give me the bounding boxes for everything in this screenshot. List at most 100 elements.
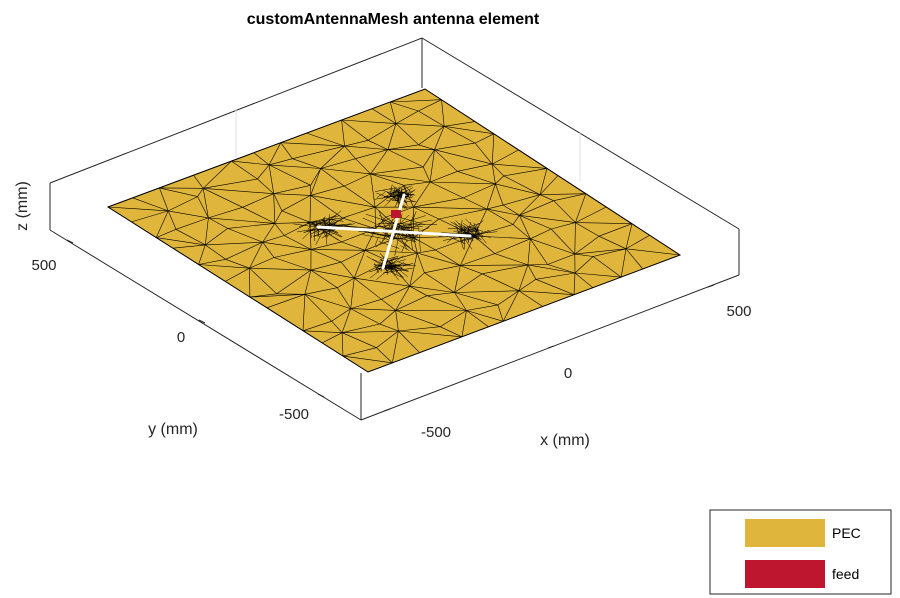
dipole-arm-y — [381, 193, 406, 270]
mesh-edge — [486, 208, 514, 225]
mesh-edge — [344, 145, 388, 150]
mesh-edge — [253, 152, 270, 166]
mesh-edge — [249, 267, 277, 295]
mesh-edge — [242, 193, 274, 208]
mesh-edge — [491, 163, 505, 177]
mesh-edge — [341, 332, 377, 348]
mesh-cluster-edge — [324, 229, 334, 237]
mesh-edge — [344, 173, 371, 187]
mesh-edge — [231, 152, 254, 162]
mesh-edge — [205, 244, 226, 260]
mesh-edge — [337, 277, 355, 288]
mesh-edge — [367, 362, 393, 373]
mesh-edge — [547, 253, 575, 265]
mesh-edge — [413, 181, 431, 208]
mesh-edge — [418, 99, 442, 112]
mesh-edge — [249, 242, 263, 269]
mesh-edge — [460, 265, 483, 275]
mesh-edge — [350, 299, 382, 309]
mesh-edge — [309, 222, 376, 230]
mesh-edge — [131, 210, 169, 223]
mesh-edge — [466, 310, 504, 322]
mesh-edge — [395, 310, 399, 332]
mesh-edge — [409, 285, 428, 296]
mesh-edge — [371, 108, 397, 124]
mesh-edge — [573, 272, 576, 295]
mesh-edge — [417, 252, 461, 266]
mesh-edge — [512, 224, 531, 240]
mesh-edge — [388, 252, 418, 262]
mesh-edge — [527, 264, 537, 280]
mesh-edge — [340, 250, 366, 263]
mesh-edge — [231, 160, 270, 166]
mesh-edge — [395, 123, 419, 146]
feed-marker — [391, 210, 401, 218]
mesh-edge — [390, 88, 426, 103]
mesh-cluster-edge — [383, 256, 408, 277]
mesh-edge — [625, 248, 644, 270]
mesh-cluster-edge — [383, 217, 396, 230]
mesh-cluster-edge — [384, 219, 432, 230]
mesh-edge — [353, 250, 366, 279]
mesh-cluster-edge — [385, 264, 397, 272]
mesh-cluster-edge — [466, 225, 484, 232]
mesh-edge — [503, 306, 543, 322]
mesh-cluster-edge — [470, 227, 478, 231]
mesh-cluster-edge — [325, 210, 342, 225]
mesh-edge — [413, 206, 440, 220]
mesh-cluster-edge — [389, 191, 415, 196]
mesh-edge — [292, 145, 345, 159]
mesh-edge — [310, 185, 345, 196]
y-axis-label: y (mm) — [148, 421, 198, 438]
mesh-cluster-edge — [376, 266, 381, 271]
mesh-edge — [495, 183, 504, 206]
mesh-edge — [310, 195, 376, 208]
mesh-edge — [434, 126, 445, 150]
mesh-edge — [379, 310, 396, 325]
grid-lines — [235, 110, 581, 181]
mesh-edge — [491, 164, 496, 184]
mesh-cluster-edge — [462, 222, 483, 238]
mesh-cluster-edge — [317, 229, 319, 237]
mesh-cluster-edge — [387, 265, 395, 272]
mesh-edge — [175, 217, 209, 230]
mesh-edge — [159, 174, 194, 189]
mesh-edge — [426, 295, 467, 311]
mesh-edge — [413, 197, 464, 208]
mesh-edge — [350, 308, 396, 311]
mesh-edge — [249, 267, 311, 271]
mesh-edge — [249, 293, 277, 298]
mesh-edge — [460, 264, 528, 266]
mesh-edge — [225, 281, 251, 298]
mesh-edge — [398, 330, 462, 338]
mesh-cluster-edge — [389, 185, 393, 197]
mesh-edge — [320, 168, 371, 175]
mesh-edge — [310, 249, 342, 263]
mesh-cluster-edge — [366, 255, 394, 272]
mesh-edge — [364, 250, 418, 254]
mesh-edge — [310, 269, 355, 279]
mesh-edge — [389, 101, 397, 124]
mesh-edge — [474, 224, 514, 237]
mesh-cluster-edge — [302, 216, 326, 240]
mesh-edge — [227, 228, 263, 243]
mesh-edge — [344, 145, 356, 159]
mesh-edge — [273, 257, 311, 271]
mesh-edge — [429, 149, 435, 183]
mesh-edge — [321, 342, 344, 357]
mesh-edge — [530, 238, 548, 265]
mesh-edge — [306, 119, 342, 134]
mesh-edge — [341, 332, 344, 357]
mesh-cluster-edge — [465, 218, 483, 236]
mesh-edge — [107, 206, 132, 223]
mesh-edge — [337, 287, 351, 309]
mesh-edge — [503, 194, 541, 206]
mesh-cluster-edge — [476, 225, 480, 236]
mesh-edge — [575, 206, 607, 223]
mesh-edge — [575, 222, 600, 237]
mesh-edge — [502, 204, 520, 216]
mesh-cluster-edge — [467, 231, 478, 241]
mesh-edge — [434, 149, 458, 172]
mesh-edge — [370, 149, 389, 175]
mesh-edge — [376, 347, 393, 364]
